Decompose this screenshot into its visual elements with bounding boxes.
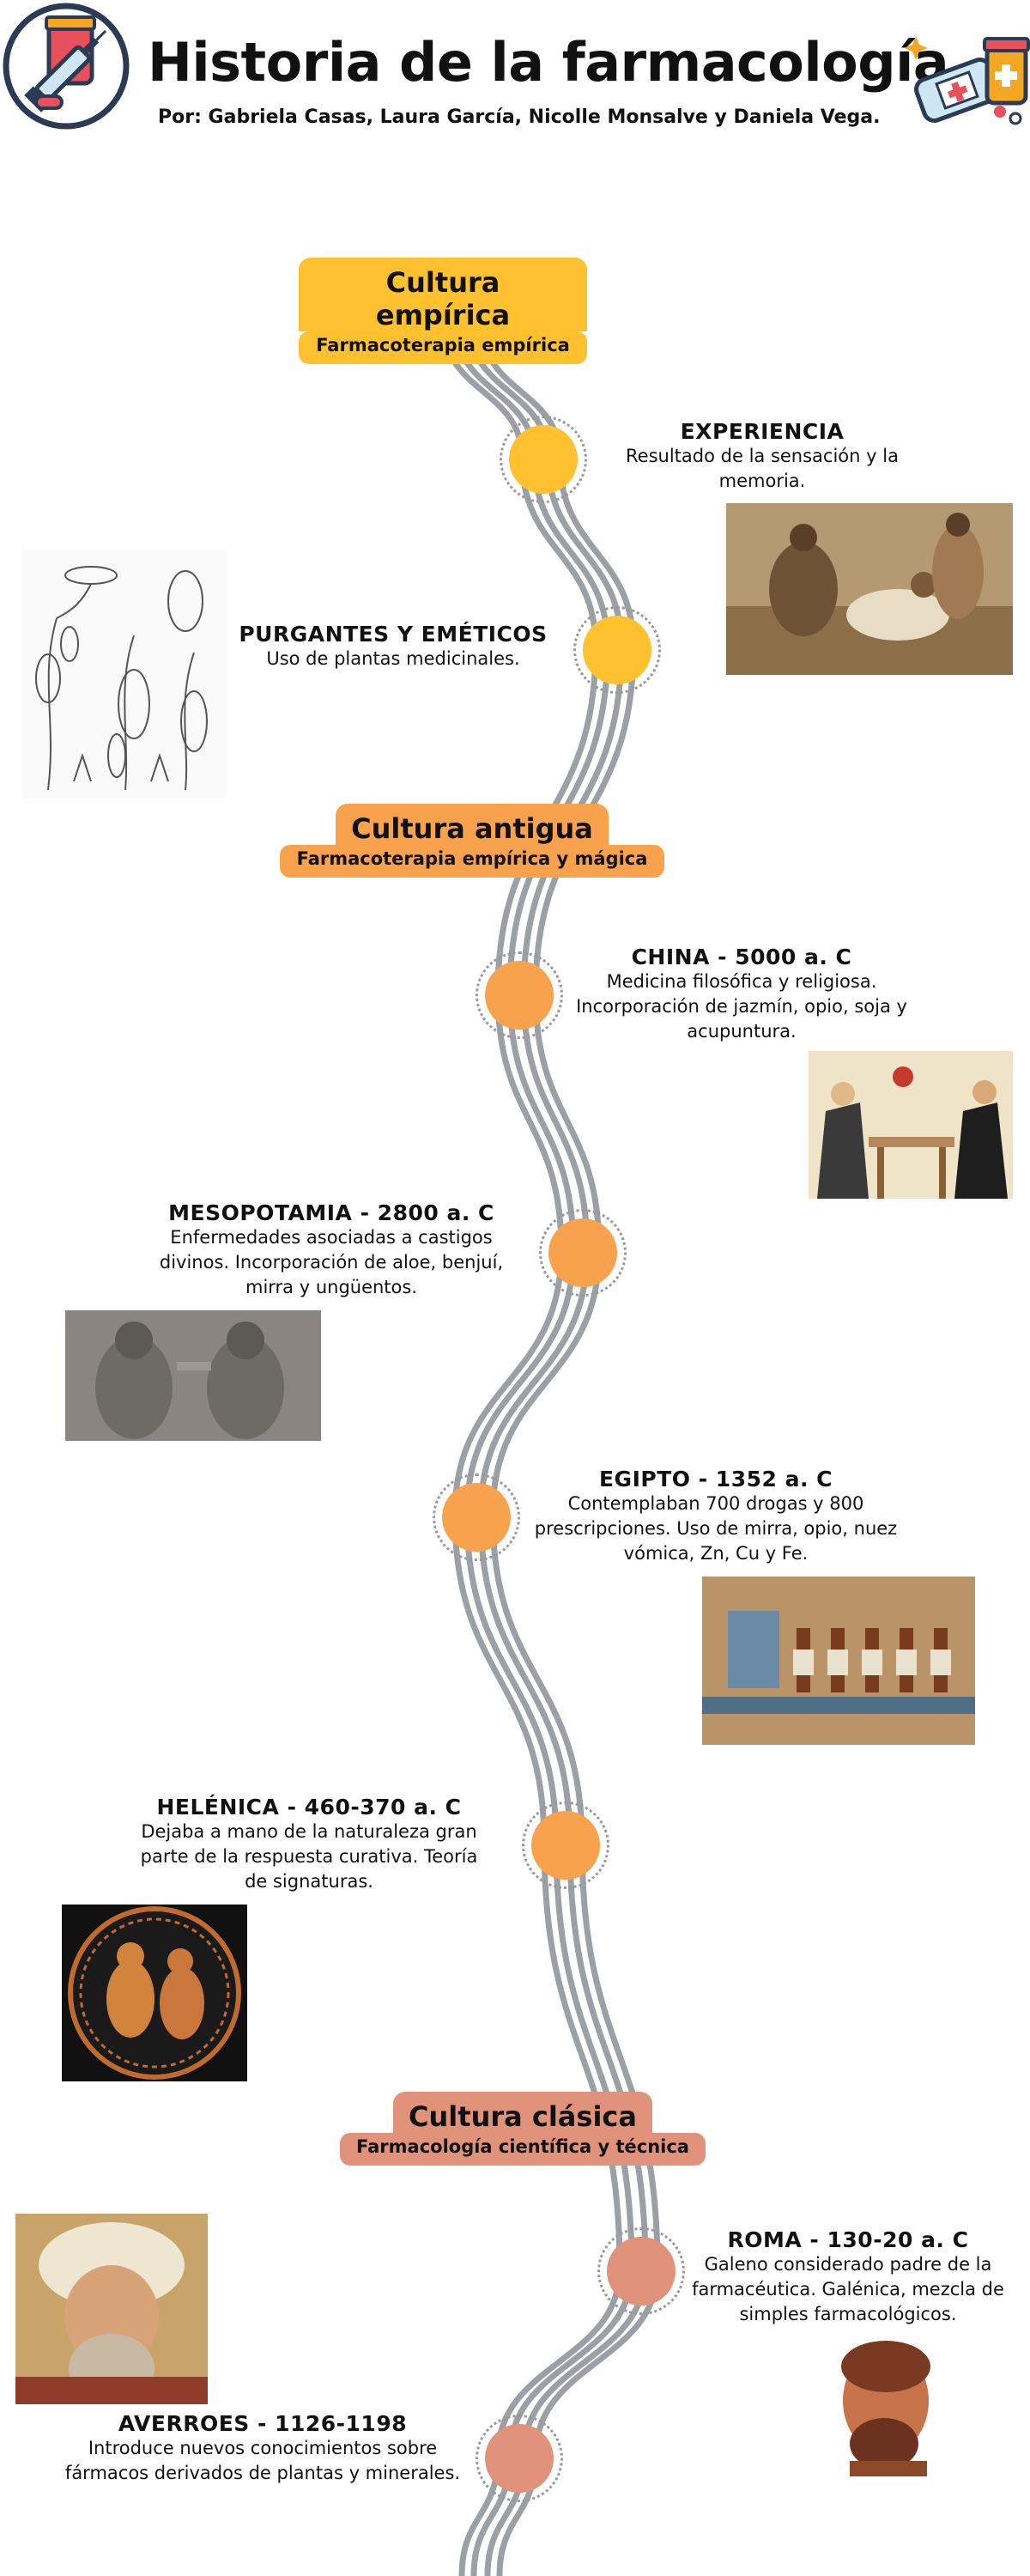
event-description: Galeno considerado padre de la farmacéut… [692, 2254, 1004, 2324]
event-description: Enfermedades asociadas a castigos divino… [159, 1227, 504, 1297]
timeline-dot [522, 1801, 609, 1889]
event-egipto: EGIPTO - 1352 a. C Contemplaban 700 drog… [527, 1467, 905, 1566]
culture-title: Cultura empírica [375, 266, 511, 331]
culture-title: Cultura clásica [409, 2100, 637, 2133]
prehistoric-people-painting [726, 503, 1013, 675]
event-description: Dejaba a mano de la naturaleza gran part… [140, 1821, 478, 1892]
page-title: Historia de la farmacología [148, 31, 949, 94]
timeline-dot [597, 2227, 685, 2315]
event-mesopotamia: MESOPOTAMIA - 2800 a. C Enfermedades aso… [151, 1200, 512, 1300]
botanical-plants-illustration [22, 550, 227, 799]
syringe-pills-icon [2, 2, 130, 131]
event-description: Uso de plantas medicinales. [266, 648, 520, 669]
egyptian-tomb-painting [702, 1577, 975, 1745]
culture-subtitle: Farmacoterapia empírica y mágica [296, 848, 648, 869]
event-title: CHINA - 5000 a. C [631, 945, 852, 969]
event-helenica: HELÉNICA - 460-370 a. C Dejaba a mano de… [129, 1795, 489, 1894]
event-experiencia: EXPERIENCIA Resultado de la sensación y … [608, 419, 917, 494]
timeline-dot [539, 1209, 627, 1297]
event-title: EXPERIENCIA [680, 419, 845, 444]
chinese-physicians-painting [809, 1051, 1013, 1199]
medicine-bottle-icon [904, 17, 1030, 129]
event-description: Contemplaban 700 drogas y 800 prescripci… [534, 1493, 898, 1564]
culture-title: Cultura antigua [351, 812, 593, 845]
culture-header-clasica: Cultura clásica Farmacología científica … [340, 2092, 706, 2166]
event-description: Resultado de la sensación y la memoria. [626, 446, 899, 491]
event-china: CHINA - 5000 a. C Medicina filosófica y … [570, 945, 913, 1044]
event-description: Introduce nuevos conocimientos sobre fár… [64, 2438, 461, 2483]
averroes-portrait [15, 2214, 208, 2404]
culture-header-antigua: Cultura antigua Farmacoterapia empírica … [280, 804, 664, 878]
page-subtitle: Por: Gabriela Casas, Laura García, Nicol… [158, 106, 881, 128]
event-description: Medicina filosófica y religiosa. Incorpo… [576, 971, 907, 1042]
timeline-dot [433, 1473, 520, 1561]
greek-kylix-painting [62, 1905, 247, 2081]
timeline-dot [573, 606, 661, 694]
event-title: HELÉNICA - 460-370 a. C [156, 1795, 462, 1820]
culture-subtitle: Farmacoterapia empírica [316, 335, 570, 355]
timeline-dot [476, 951, 563, 1039]
event-title: MESOPOTAMIA - 2800 a. C [168, 1200, 494, 1225]
assyrian-relief [65, 1310, 321, 1441]
event-title: PURGANTES Y EMÉTICOS [239, 622, 548, 647]
event-averroes: AVERROES - 1126-1198 Introduce nuevos co… [57, 2411, 469, 2486]
event-title: AVERROES - 1126-1198 [118, 2411, 408, 2436]
event-roma: ROMA - 130-20 a. C Galeno considerado pa… [675, 2227, 1021, 2327]
galen-portrait [815, 2332, 954, 2476]
culture-header-empirica: Cultura empírica Farmacoterapia empírica [299, 258, 587, 364]
timeline-dot [476, 2415, 563, 2502]
event-purgantes: PURGANTES Y EMÉTICOS Uso de plantas medi… [230, 622, 556, 671]
timeline-dot [500, 416, 587, 503]
event-title: EGIPTO - 1352 a. C [598, 1467, 833, 1492]
culture-subtitle: Farmacología científica y técnica [356, 2136, 689, 2157]
event-title: ROMA - 130-20 a. C [727, 2227, 969, 2252]
